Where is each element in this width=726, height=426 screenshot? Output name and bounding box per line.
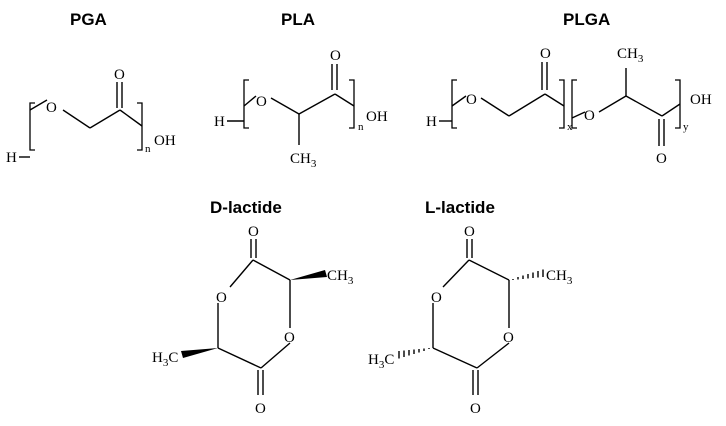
plga-y-bracket-left xyxy=(571,79,577,129)
d-lactide-ch3-atom: CH3 xyxy=(327,268,354,287)
plga-o-atom: O xyxy=(466,92,477,108)
pla-bond xyxy=(243,95,257,107)
l-lactide-ring-bond xyxy=(468,259,510,281)
plga-structure: PLGA H O O x O CH3 O y OH xyxy=(426,10,712,167)
plga-bond xyxy=(480,97,510,117)
plga-carbonyl-o-atom: O xyxy=(540,46,551,62)
pga-right-bracket xyxy=(137,102,143,151)
pga-bond xyxy=(62,109,91,129)
l-lactide-structure: L-lactide O O O O CH3 xyxy=(368,198,573,417)
plga-bond xyxy=(451,95,467,107)
plga-bond xyxy=(625,95,663,117)
d-lactide-ring-bond xyxy=(217,347,262,369)
pla-label: PLA xyxy=(281,10,315,29)
d-lactide-ring-bond xyxy=(252,259,291,281)
pga-bond xyxy=(119,109,143,127)
plga-o2-atom: O xyxy=(584,108,595,124)
plga-bond xyxy=(598,95,627,113)
pla-o-atom: O xyxy=(256,94,267,110)
l-lactide-ring-bond xyxy=(442,259,470,288)
pla-h-atom: H xyxy=(214,114,225,130)
d-lactide-label: D-lactide xyxy=(210,198,282,217)
l-lactide-hashed-bond xyxy=(398,348,430,359)
l-lactide-ring-bond xyxy=(476,342,510,369)
plga-ch3-atom: CH3 xyxy=(617,46,644,65)
pla-structure: PLA H O CH3 O n OH xyxy=(214,10,388,170)
l-lactide-top-o-atom: O xyxy=(464,224,475,240)
pla-ch3-atom: CH3 xyxy=(290,151,317,170)
pga-n-subscript: n xyxy=(145,143,151,155)
pga-bond xyxy=(89,109,121,129)
pla-left-bracket xyxy=(243,79,249,129)
pga-oh-atom: OH xyxy=(154,133,176,149)
plga-label: PLGA xyxy=(563,10,610,29)
l-lactide-bottom-o-atom: O xyxy=(470,401,481,417)
plga-bond xyxy=(544,93,565,107)
pga-carbonyl-o-atom: O xyxy=(114,67,125,83)
l-lactide-ring-bond xyxy=(432,347,478,369)
l-lactide-h3c-atom: H3C xyxy=(368,352,394,371)
d-lactide-ring-o-right: O xyxy=(284,330,295,346)
plga-oh-atom: OH xyxy=(690,92,712,108)
l-lactide-ring-o-left: O xyxy=(431,290,442,306)
plga-x-bracket-right xyxy=(559,79,565,129)
d-lactide-bottom-o-atom: O xyxy=(255,401,266,417)
d-lactide-wedge-bond xyxy=(290,270,327,280)
d-lactide-ring-bond xyxy=(229,259,254,288)
plga-bond xyxy=(661,103,681,117)
plga-left-bracket xyxy=(451,79,457,129)
pla-right-bracket xyxy=(349,79,355,129)
pla-bond xyxy=(270,97,300,115)
l-lactide-label: L-lactide xyxy=(425,198,495,217)
plga-bond xyxy=(571,111,586,119)
pga-o-atom: O xyxy=(46,100,57,116)
pla-oh-atom: OH xyxy=(366,109,388,125)
plga-y-bracket-right xyxy=(675,79,681,129)
plga-carbonyl2-o-atom: O xyxy=(656,151,667,167)
plga-h-atom: H xyxy=(426,114,437,130)
pga-label: PGA xyxy=(70,10,107,29)
d-lactide-ring-bond xyxy=(260,342,291,369)
d-lactide-top-o-atom: O xyxy=(248,224,259,240)
pla-bond xyxy=(334,93,355,107)
d-lactide-h3c-atom: H3C xyxy=(152,350,178,369)
plga-x-subscript: x xyxy=(567,121,573,133)
d-lactide-wedge-bond xyxy=(181,348,218,358)
pla-n-subscript: n xyxy=(358,121,364,133)
pga-structure: PGA H O O n OH xyxy=(6,10,176,166)
pga-left-bracket xyxy=(29,102,35,151)
plga-y-subscript: y xyxy=(683,121,689,133)
l-lactide-hashed-bond xyxy=(512,269,544,280)
plga-bond xyxy=(508,93,546,117)
d-lactide-structure: D-lactide O O O O CH3 H3C xyxy=(152,198,354,417)
pla-carbonyl-o-atom: O xyxy=(330,48,341,64)
l-lactide-ch3-atom: CH3 xyxy=(546,268,573,287)
pga-h-atom: H xyxy=(6,150,17,166)
d-lactide-ring-o-left: O xyxy=(216,290,227,306)
pga-bond xyxy=(29,99,48,111)
pla-bond xyxy=(298,93,336,115)
l-lactide-ring-o-right: O xyxy=(503,330,514,346)
